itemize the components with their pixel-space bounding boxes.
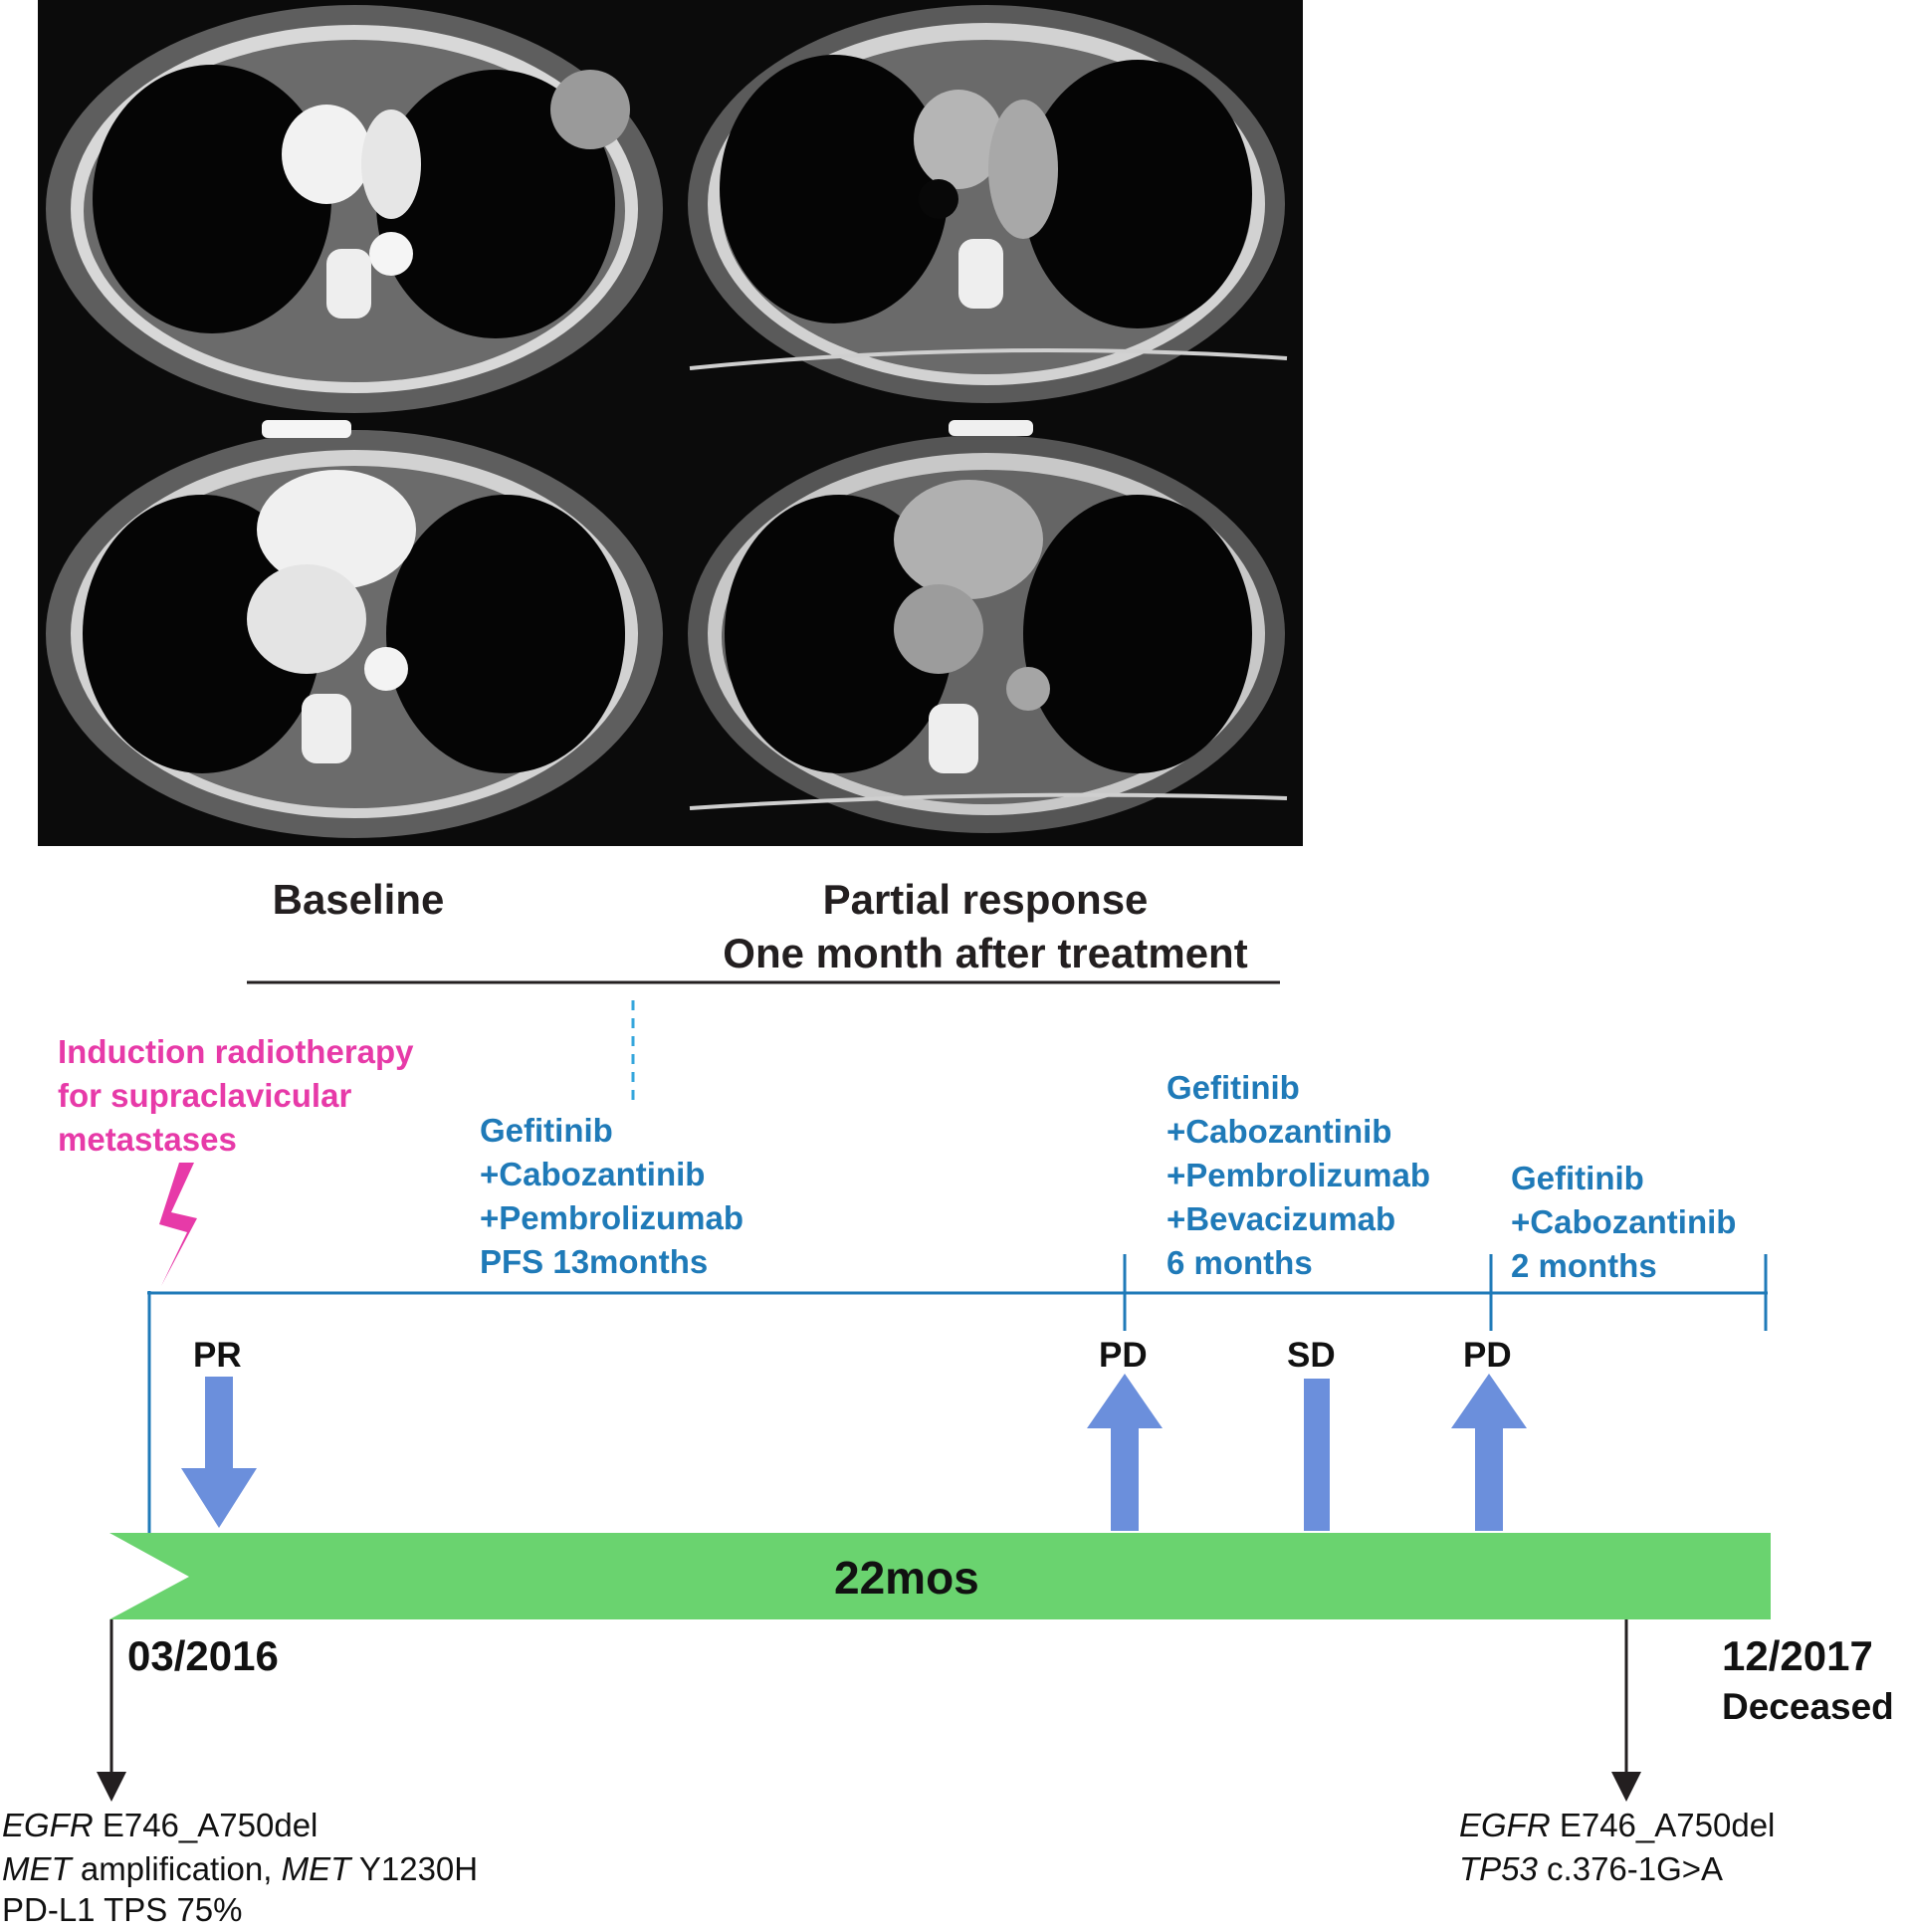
gene-egfr-end: EGFR xyxy=(1459,1807,1551,1843)
end-status: Deceased xyxy=(1722,1686,1894,1727)
caption-one-month-after: One month after treatment xyxy=(723,930,1248,976)
regimen3-line-3: 2 months xyxy=(1511,1247,1657,1284)
mutation-met-amplification: amplification, xyxy=(80,1850,273,1887)
ct-scan-response-lower xyxy=(670,420,1303,846)
response-label-pd-2: PD xyxy=(1463,1336,1512,1375)
ct-scan-baseline-lower xyxy=(38,420,670,846)
pd-up-arrow-2 xyxy=(1451,1374,1527,1531)
end-mutation-arrow xyxy=(1611,1619,1641,1802)
radiotherapy-lightning-icon xyxy=(159,1163,197,1286)
mutation-end-line-2: TP53 c.376-1G>A xyxy=(1459,1847,1723,1891)
regimen1-line-4: PFS 13months xyxy=(480,1243,709,1280)
caption-partial-response: Partial response xyxy=(822,876,1149,923)
mutation-egfr-end: E746_A750del xyxy=(1559,1807,1776,1843)
regimen1-line-3: +Pembrolizumab xyxy=(480,1199,743,1236)
regimen1-line-1: Gefitinib xyxy=(480,1112,613,1149)
ct-scan-response-upper xyxy=(670,0,1303,420)
regimen2-line-2: +Cabozantinib xyxy=(1167,1113,1392,1150)
regimen2-line-3: +Pembrolizumab xyxy=(1167,1157,1430,1193)
caption-baseline: Baseline xyxy=(272,876,445,923)
regimen2-line-4: +Bevacizumab xyxy=(1167,1200,1396,1237)
regimen3-line-2: +Cabozantinib xyxy=(1511,1203,1737,1240)
response-label-sd: SD xyxy=(1287,1336,1336,1375)
response-label-pd-1: PD xyxy=(1099,1336,1148,1375)
duration-label: 22mos xyxy=(834,1552,979,1604)
ct-scan-baseline-upper xyxy=(38,0,670,420)
sd-bar xyxy=(1304,1379,1330,1531)
gene-tp53: TP53 xyxy=(1459,1850,1538,1887)
mutation-start-line-2: MET amplification, MET Y1230H xyxy=(2,1847,478,1891)
induction-line-3: metastases xyxy=(58,1121,237,1158)
gene-met-2: MET xyxy=(281,1850,351,1887)
start-date: 03/2016 xyxy=(127,1632,279,1679)
pd-up-arrow-1 xyxy=(1087,1374,1163,1531)
induction-line-2: for supraclavicular xyxy=(58,1077,352,1114)
regimen2-line-5: 6 months xyxy=(1167,1244,1313,1281)
mutation-start-line-1: EGFR E746_A750del xyxy=(2,1804,318,1847)
mutation-end-line-1: EGFR E746_A750del xyxy=(1459,1804,1775,1847)
regimen1-line-2: +Cabozantinib xyxy=(480,1156,706,1192)
timeline-bar xyxy=(109,1533,1771,1619)
mutation-tp53: c.376-1G>A xyxy=(1547,1850,1724,1887)
mutation-egfr: E746_A750del xyxy=(102,1807,318,1843)
pr-down-arrow xyxy=(181,1377,257,1528)
regimen2-line-1: Gefitinib xyxy=(1167,1069,1300,1106)
induction-line-1: Induction radiotherapy xyxy=(58,1033,414,1070)
mutation-start-pdl1: PD-L1 TPS 75% xyxy=(2,1891,243,1928)
mutation-met-y1230h: Y1230H xyxy=(358,1850,479,1887)
gene-egfr: EGFR xyxy=(2,1807,94,1843)
start-mutation-arrow xyxy=(97,1619,126,1802)
regimen3-line-1: Gefitinib xyxy=(1511,1160,1644,1196)
end-date: 12/2017 xyxy=(1722,1632,1873,1679)
response-label-pr: PR xyxy=(193,1336,242,1375)
gene-met: MET xyxy=(2,1850,72,1887)
